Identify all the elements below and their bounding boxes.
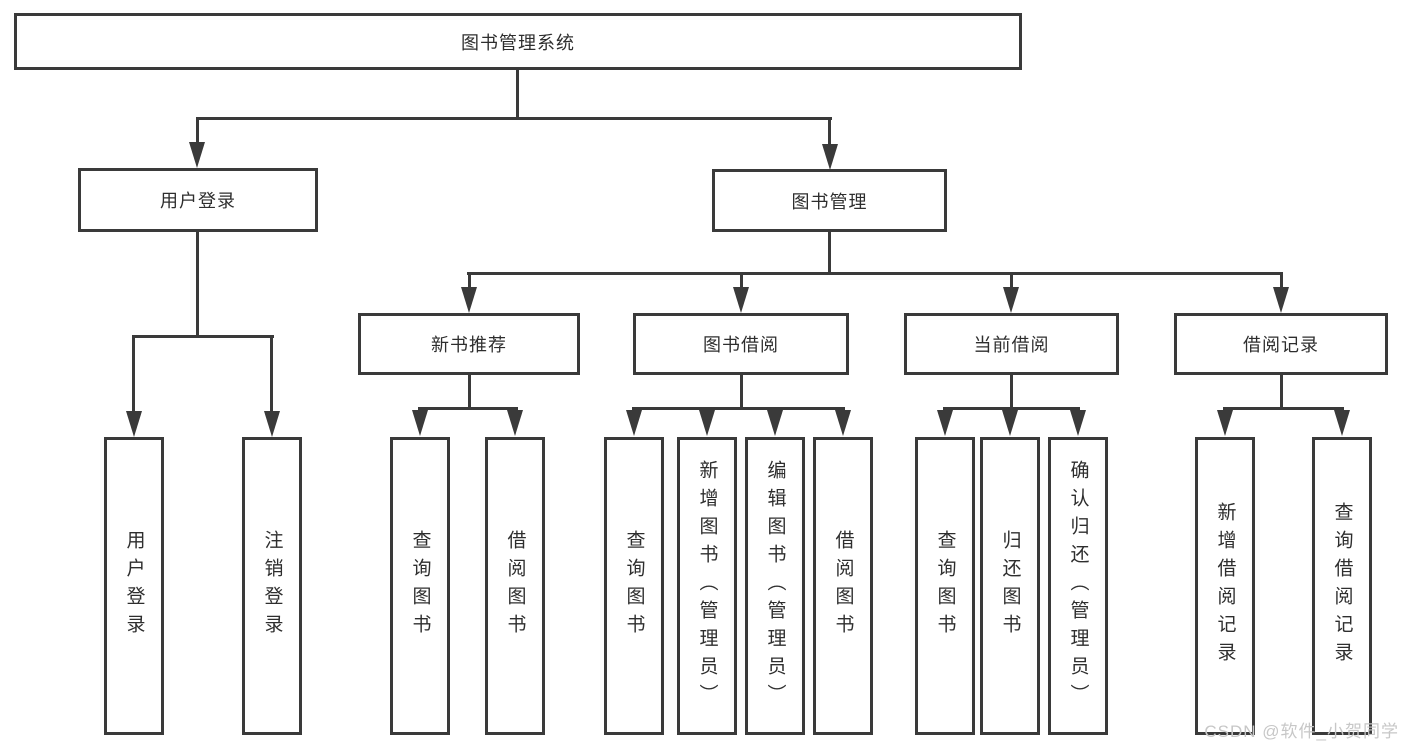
connector-line [132,335,274,338]
node-label: 查询图书 [623,530,645,642]
connector-line [516,70,519,117]
node-label: 新书推荐 [431,335,507,355]
connector-line [196,117,832,120]
arrow-down-icon [1273,287,1289,313]
node-borrowing-records: 借阅记录 [1174,313,1388,375]
arrow-down-icon [1002,410,1018,436]
node-book-borrowing: 图书借阅 [633,313,849,375]
node-user-login: 用户登录 [78,168,318,232]
leaf-confirm-return-admin: 确认归还（管理员） [1048,437,1108,735]
leaf-edit-books-admin: 编辑图书（管理员） [745,437,805,735]
node-label: 借阅图书 [832,530,854,642]
connector-line [418,407,518,410]
connector-line [1010,272,1013,289]
connector-line [196,117,199,144]
connector-line [1280,272,1283,289]
node-label: 确认归还（管理员） [1067,460,1089,712]
node-label: 查询借阅记录 [1331,502,1353,670]
leaf-return-books: 归还图书 [980,437,1040,735]
leaf-query-books-borrowing: 查询图书 [604,437,664,735]
node-current-borrowing: 当前借阅 [904,313,1119,375]
node-label: 借阅图书 [504,530,526,642]
arrow-down-icon [126,411,142,437]
connector-line [740,272,743,289]
leaf-borrow-books: 借阅图书 [813,437,873,735]
leaf-add-borrow-record: 新增借阅记录 [1195,437,1255,735]
connector-line [196,232,199,335]
connector-line [943,407,1080,410]
arrow-down-icon [733,287,749,313]
node-label: 新增图书（管理员） [696,460,718,712]
arrow-down-icon [835,410,851,436]
connector-line [1223,407,1344,410]
leaf-query-books-recommend: 查询图书 [390,437,450,735]
node-label: 用户登录 [123,530,145,642]
arrow-down-icon [699,410,715,436]
leaf-user-login: 用户登录 [104,437,164,735]
arrow-down-icon [767,410,783,436]
connector-line [270,335,273,411]
node-label: 借阅记录 [1243,335,1319,355]
arrow-down-icon [1217,410,1233,436]
arrow-down-icon [822,144,838,170]
arrow-down-icon [1334,410,1350,436]
connector-line [828,117,831,146]
node-label: 图书管理 [791,191,868,212]
arrow-down-icon [1070,410,1086,436]
node-label: 归还图书 [999,530,1021,642]
arrow-down-icon [626,410,642,436]
leaf-query-books-current: 查询图书 [915,437,975,735]
arrow-down-icon [1003,287,1019,313]
leaf-add-books-admin: 新增图书（管理员） [677,437,737,735]
node-new-book-recommend: 新书推荐 [358,313,580,375]
arrow-down-icon [461,287,477,313]
arrow-down-icon [507,410,523,436]
node-label: 查询图书 [934,530,956,642]
node-label: 新增借阅记录 [1214,502,1236,670]
connector-line [740,375,743,407]
connector-line [1280,375,1283,407]
node-label: 注销登录 [261,530,283,642]
connector-line [1010,375,1013,407]
node-library-management-system: 图书管理系统 [14,13,1022,70]
arrow-down-icon [937,410,953,436]
arrow-down-icon [189,142,205,168]
connector-line [467,272,1282,275]
arrow-down-icon [264,411,280,437]
node-label: 图书借阅 [703,335,779,355]
connector-line [632,407,845,410]
connector-line [468,375,471,407]
node-label: 用户登录 [160,191,236,211]
node-label: 编辑图书（管理员） [764,460,786,712]
leaf-logout: 注销登录 [242,437,302,735]
node-label: 查询图书 [409,530,431,642]
watermark: CSDN @软件_小贺同学 [1204,722,1399,741]
leaf-query-borrow-record: 查询借阅记录 [1312,437,1372,735]
node-book-management: 图书管理 [712,169,947,232]
leaf-borrow-books-recommend: 借阅图书 [485,437,545,735]
arrow-down-icon [412,410,428,436]
connector-line [828,232,831,272]
connector-line [132,335,135,411]
connector-line [468,272,471,289]
node-label: 当前借阅 [973,335,1050,355]
node-label: 图书管理系统 [461,32,575,53]
